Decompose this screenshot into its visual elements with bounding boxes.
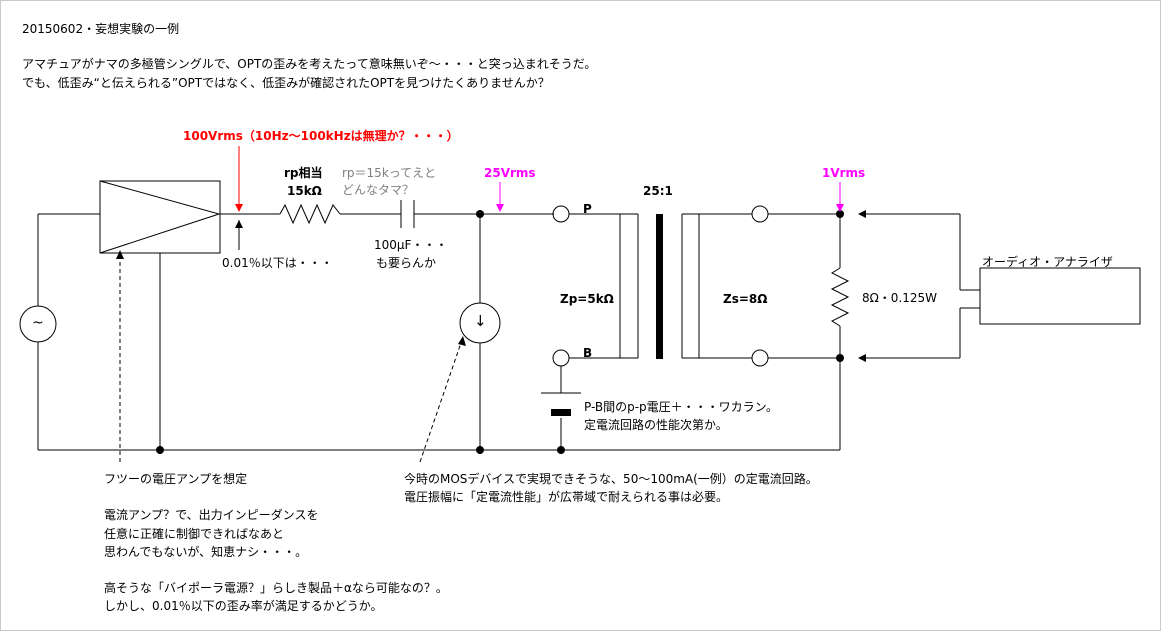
ccs-note-2: 電圧振幅に「定電流性能」が広帯域で耐えられる事は必要。 xyxy=(404,490,729,504)
primary-level-arrowhead xyxy=(496,204,504,212)
primary-impedance-label: Zp=5kΩ xyxy=(560,292,614,306)
footer-line-5: しかし、0.01％以下の歪み率が満足するかどうか。 xyxy=(104,599,383,613)
pb-note-2: 定電流回路の性能次第か。 xyxy=(584,418,728,432)
audio-analyzer-box xyxy=(979,267,1141,325)
rp-note-1: rp＝15kってえと xyxy=(342,166,437,180)
rp-resistor xyxy=(279,203,341,225)
junction-battery-ground xyxy=(557,446,565,454)
source-level-label: 100Vrms（10Hz〜100kHzは無理か？・・・） xyxy=(183,129,459,143)
turns-ratio-label: 25:1 xyxy=(643,184,673,198)
footer-line-4: 高そうな「バイポーラ電源？」らしき製品＋αなら可能なの？。 xyxy=(104,581,448,595)
capacitor-note-2: も要らんか xyxy=(376,256,437,270)
terminal-p-circle xyxy=(552,205,570,223)
junction-amp-ground xyxy=(156,446,164,454)
secondary-terminal-top xyxy=(751,205,769,223)
terminal-p-label: P xyxy=(583,202,592,216)
footer-line-3: 思わんでもないが、知恵ナシ・・・。 xyxy=(104,545,308,559)
ccs-note-arrowhead xyxy=(458,336,466,346)
amp-note: フツーの電圧アンプを想定 xyxy=(104,472,248,486)
load-resistor xyxy=(830,267,850,327)
date-title: 20150602・妄想実験の一例 xyxy=(22,22,180,36)
amplifier-triangle xyxy=(99,180,221,254)
rp-note-2: どんなタマ？ xyxy=(342,183,415,197)
primary-level-label: 25Vrms xyxy=(484,166,536,180)
ccs-arrow-symbol: ↓ xyxy=(474,312,487,330)
footer-line-1: 電流アンプ？で、出力インピーダンスを xyxy=(104,508,319,522)
ccs-note-1: 今時のMOSデバイスで実現できそうな、50〜100mA(一例）の定電流回路。 xyxy=(404,472,818,486)
secondary-impedance-label: Zs=8Ω xyxy=(723,292,768,306)
junction-ccs-ground xyxy=(476,446,484,454)
ccs-note-pointer xyxy=(419,339,463,463)
footer-line-2: 任意に正確に制御できればなあと xyxy=(104,527,285,541)
junction-load-top xyxy=(836,210,844,218)
analyzer-label: オーディオ・アナライザ xyxy=(982,255,1113,269)
secondary-terminal-bottom xyxy=(751,349,769,367)
capacitor-note-1: 100μF・・・ xyxy=(374,238,448,252)
transformer-core xyxy=(656,214,663,359)
secondary-level-label: 1Vrms xyxy=(822,166,866,180)
junction-node-primary xyxy=(476,210,484,218)
voltage-amplifier-block xyxy=(99,180,221,254)
amp-note-arrowhead xyxy=(116,250,124,259)
rp-value: 15kΩ xyxy=(287,184,322,198)
secondary-level-arrowhead xyxy=(836,204,844,212)
probe-arrow-top xyxy=(858,210,866,218)
junction-load-bottom xyxy=(836,354,844,362)
intro-line-2: でも、低歪み“と伝えられる”OPTではなく、低歪みが確認されたOPTを見つけたく… xyxy=(22,76,550,90)
terminal-b-label: B xyxy=(583,346,593,360)
battery-plate-short xyxy=(551,409,571,416)
pb-note-1: P-B間のp-p電圧＋・・・ワカラン。 xyxy=(584,400,778,414)
load-label: 8Ω・0.125W xyxy=(862,291,938,305)
rp-label: rp相当 xyxy=(284,166,323,180)
ac-source-symbol: ~ xyxy=(32,315,44,331)
source-level-arrowhead xyxy=(235,204,243,212)
probe-arrow-bottom xyxy=(858,354,866,362)
terminal-b-circle xyxy=(552,349,570,367)
distortion-note: 0.01％以下は・・・ xyxy=(222,256,333,270)
intro-line-1: アマチュアがナマの多極管シングルで、OPTの歪みを考えたって意味無いぞ〜・・・と… xyxy=(22,57,597,71)
